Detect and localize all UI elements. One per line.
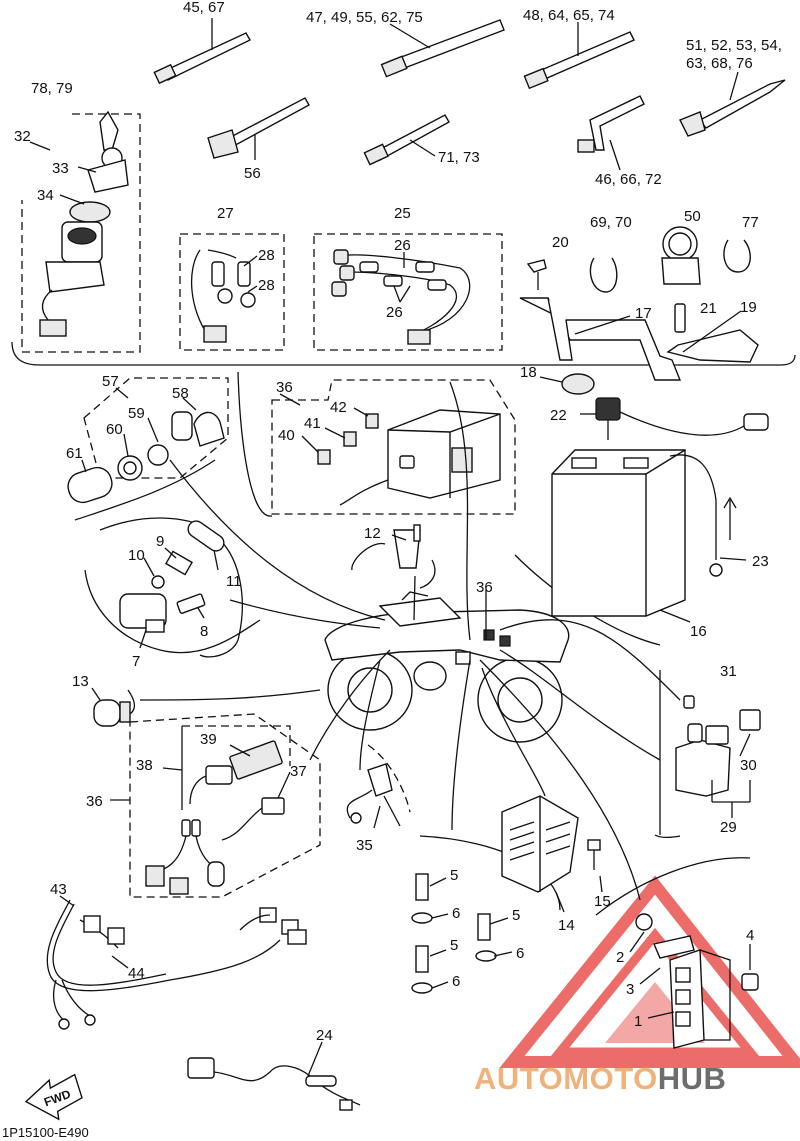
- callout: 59: [128, 405, 145, 422]
- socket-group-57: [67, 377, 229, 504]
- callout: 5: [512, 907, 520, 924]
- divider-line: [11, 341, 796, 366]
- callout: 56: [244, 165, 261, 182]
- callout: 48, 64, 65, 74: [523, 7, 615, 24]
- callout: 4: [746, 927, 754, 944]
- callout: 5: [450, 867, 458, 884]
- callout: 24: [316, 1027, 333, 1044]
- callout: 17: [635, 305, 652, 322]
- watermark-text-part2: HUB: [658, 1061, 727, 1096]
- sub-harness-24: [187, 1041, 361, 1111]
- callout: 29: [720, 819, 737, 836]
- part-13: [91, 687, 321, 727]
- callout: 20: [552, 234, 569, 251]
- bracket-group-1: [629, 913, 759, 1049]
- callout: 63, 68, 76: [686, 55, 753, 72]
- callout: 37: [290, 763, 307, 780]
- relay-group-29: [675, 695, 761, 818]
- callout: 3: [626, 981, 634, 998]
- callout: 57: [102, 373, 119, 390]
- callout: 61: [66, 445, 83, 462]
- callout: 21: [700, 300, 717, 317]
- callout: 9: [156, 533, 164, 550]
- callout: 5: [450, 937, 458, 954]
- callout: 6: [516, 945, 524, 962]
- callout: 7: [132, 653, 140, 670]
- callout: 43: [50, 881, 67, 898]
- sub-harness-25: [313, 233, 503, 351]
- callout: 18: [520, 364, 537, 381]
- starter-relay-group: [84, 517, 436, 658]
- callout: 36: [476, 579, 493, 596]
- callout: 23: [752, 553, 769, 570]
- callout: 12: [364, 525, 381, 542]
- callout: 47, 49, 55, 62, 75: [306, 9, 423, 26]
- callout: 10: [128, 547, 145, 564]
- callout: 60: [106, 421, 123, 438]
- main-harness-44: [46, 895, 307, 1030]
- callout: 27: [217, 205, 234, 222]
- callout: 38: [136, 757, 153, 774]
- callout: 44: [128, 965, 145, 982]
- callout: 36: [276, 379, 293, 396]
- rectifier-group: [411, 795, 603, 994]
- callout: 28: [258, 247, 275, 264]
- callout: 26: [386, 304, 403, 321]
- sub-harness-27: [179, 233, 285, 351]
- callout: 14: [558, 917, 575, 934]
- harness-group-36-lower: [110, 713, 321, 898]
- callout: 22: [550, 407, 567, 424]
- callout: 32: [14, 128, 31, 145]
- callout: 46, 66, 72: [595, 171, 662, 188]
- callout: 19: [740, 299, 757, 316]
- callout: 13: [72, 673, 89, 690]
- callout: 28: [258, 277, 275, 294]
- watermark-text-part1: AUTOMOTO: [474, 1061, 658, 1096]
- callout: 69, 70: [590, 214, 632, 231]
- callout: 45, 67: [183, 0, 225, 16]
- callout: 2: [616, 949, 624, 966]
- callout: 33: [52, 160, 69, 177]
- atv-outline: [324, 591, 570, 743]
- callout: 31: [720, 663, 737, 680]
- callout: 11: [226, 573, 242, 590]
- cable-tie-group: [153, 18, 786, 171]
- ignition-switch-group: [21, 110, 141, 353]
- callout: 42: [330, 399, 347, 416]
- callout-labels: 45, 67 47, 49, 55, 62, 75 48, 64, 65, 74…: [14, 0, 782, 1044]
- callout: 34: [37, 187, 54, 204]
- callout: 71, 73: [438, 149, 480, 166]
- callout: 25: [394, 205, 411, 222]
- callout: 30: [740, 757, 757, 774]
- watermark-text: AUTOMOTOHUB: [474, 1061, 726, 1096]
- leader-lines: [169, 381, 681, 901]
- callout: 39: [200, 731, 217, 748]
- part-35: [346, 744, 411, 829]
- callout: 35: [356, 837, 373, 854]
- battery-bracket-group: [519, 226, 759, 395]
- diagram-code: 1P15100-E490: [2, 1125, 89, 1140]
- battery-group: [551, 397, 769, 623]
- callout: 58: [172, 385, 189, 402]
- callout: 50: [684, 208, 701, 225]
- callout: 8: [200, 623, 208, 640]
- callout: 51, 52, 53, 54,: [686, 37, 782, 54]
- callout: 1: [634, 1013, 642, 1030]
- callout: 40: [278, 427, 295, 444]
- callout: 15: [594, 893, 611, 910]
- callout: 36: [86, 793, 103, 810]
- fwd-arrow-icon: FWD: [24, 1073, 83, 1121]
- fuse-box-group: [271, 379, 516, 515]
- callout: 6: [452, 973, 460, 990]
- callout: 6: [452, 905, 460, 922]
- callout: 26: [394, 237, 411, 254]
- callout: 41: [304, 415, 321, 432]
- callout: 16: [690, 623, 707, 640]
- callout: 78, 79: [31, 80, 73, 97]
- callout: 77: [742, 214, 759, 231]
